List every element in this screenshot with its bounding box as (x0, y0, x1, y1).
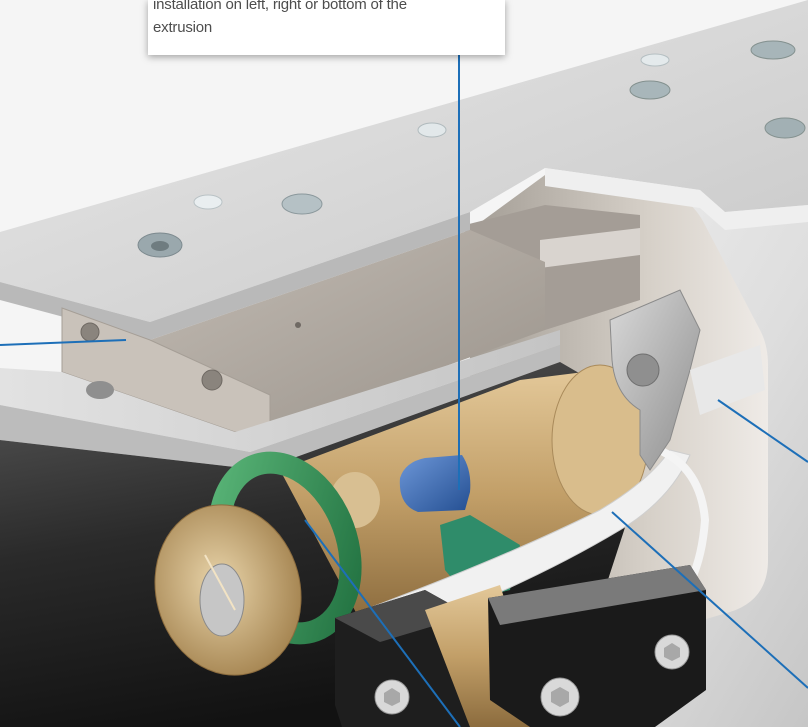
callout-line-band (611, 511, 808, 689)
countersunk-screw (750, 40, 796, 60)
guide-rail-top (0, 330, 560, 452)
piston-center-bore (199, 563, 245, 637)
carriage-body (150, 230, 545, 430)
lever-hole (626, 353, 660, 387)
extrusion-cut-edge (545, 168, 808, 230)
guide-rail-side (0, 345, 560, 470)
screw-hole (640, 53, 670, 67)
countersunk-screw (629, 80, 671, 100)
mounting-groove (690, 345, 765, 415)
countersunk-screw (281, 193, 323, 215)
screw-hole (417, 122, 447, 138)
band-clamp-right-top (488, 565, 706, 625)
top-plate-surface (0, 0, 808, 322)
sealing-band (349, 449, 691, 641)
piston-face-slot (204, 554, 236, 611)
callout-box: installation on left, right or bottom of… (148, 0, 505, 55)
callout-line-2: extrusion (153, 19, 213, 36)
lube-port (295, 322, 301, 328)
callout-text: installation on left, right or bottom of… (153, 0, 505, 39)
callout-line-groove (717, 399, 808, 463)
band-clamp-left-top (335, 590, 470, 642)
piston-magnet (399, 455, 471, 512)
end-cap-screw (80, 322, 100, 342)
top-screws (137, 40, 806, 258)
end-cap-screw (201, 369, 223, 391)
countersunk-screw (764, 117, 806, 139)
hex-socket (551, 687, 569, 707)
callout-line-1: installation on left, right or bottom of… (153, 0, 407, 13)
hex-socket (384, 688, 400, 706)
screw-hole (193, 194, 223, 210)
rail-mounting-hole (86, 381, 114, 399)
callout-line-carriage (0, 339, 127, 346)
screw-socket (151, 241, 169, 251)
callout-line-seal (304, 519, 461, 727)
hex-socket (664, 643, 680, 661)
carriage-guide-inner (540, 228, 640, 268)
